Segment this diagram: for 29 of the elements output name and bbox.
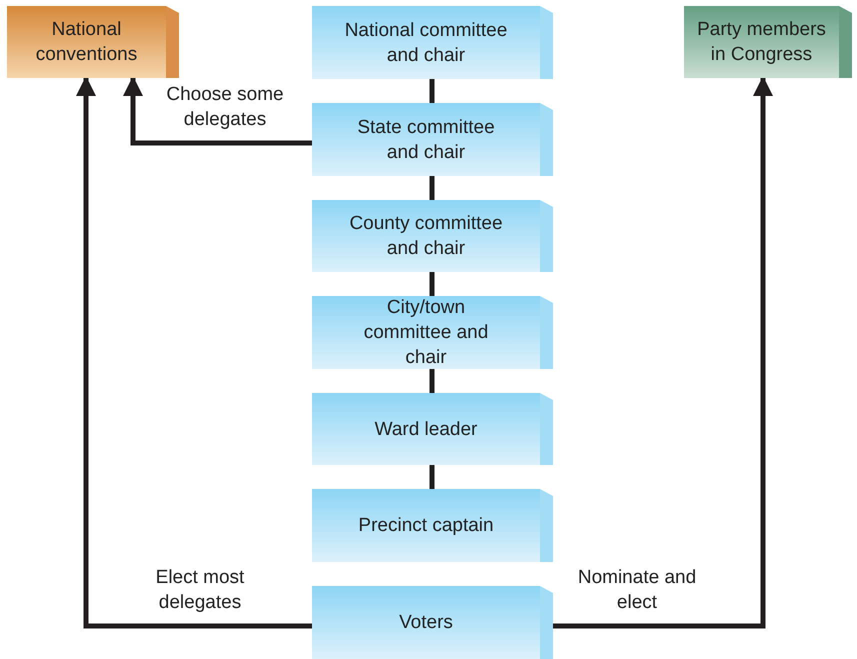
arrow (123, 76, 312, 146)
process-box (312, 103, 553, 176)
connector-line (430, 465, 434, 489)
process-box (312, 393, 553, 465)
box-label: Voters (399, 611, 453, 635)
process-box (312, 489, 553, 562)
connector-line (430, 272, 434, 296)
arrow (76, 76, 312, 628)
process-box (684, 6, 852, 78)
box-label: National committee and chair (344, 18, 508, 68)
edge-label: Elect most delegates (154, 566, 246, 615)
connector-line (430, 369, 434, 393)
process-box (312, 200, 553, 272)
box-label: State committee and chair (356, 116, 496, 164)
arrow (553, 76, 773, 628)
connector-line (430, 79, 434, 103)
box-label: Precinct captain (358, 514, 494, 538)
process-box (312, 296, 553, 369)
process-box (312, 6, 553, 79)
process-box (312, 586, 553, 659)
process-box (7, 6, 179, 78)
box-label: City/town committee and chair (362, 296, 490, 370)
box-label: Ward leader (374, 418, 478, 442)
box-label: County committee and chair (348, 212, 504, 261)
edge-label: Choose some delegates (165, 83, 285, 132)
box-label: Party members in Congress (696, 18, 827, 67)
edge-label: Nominate and elect (576, 566, 698, 615)
connector-line (430, 176, 434, 200)
box-label: National conventions (34, 18, 138, 67)
